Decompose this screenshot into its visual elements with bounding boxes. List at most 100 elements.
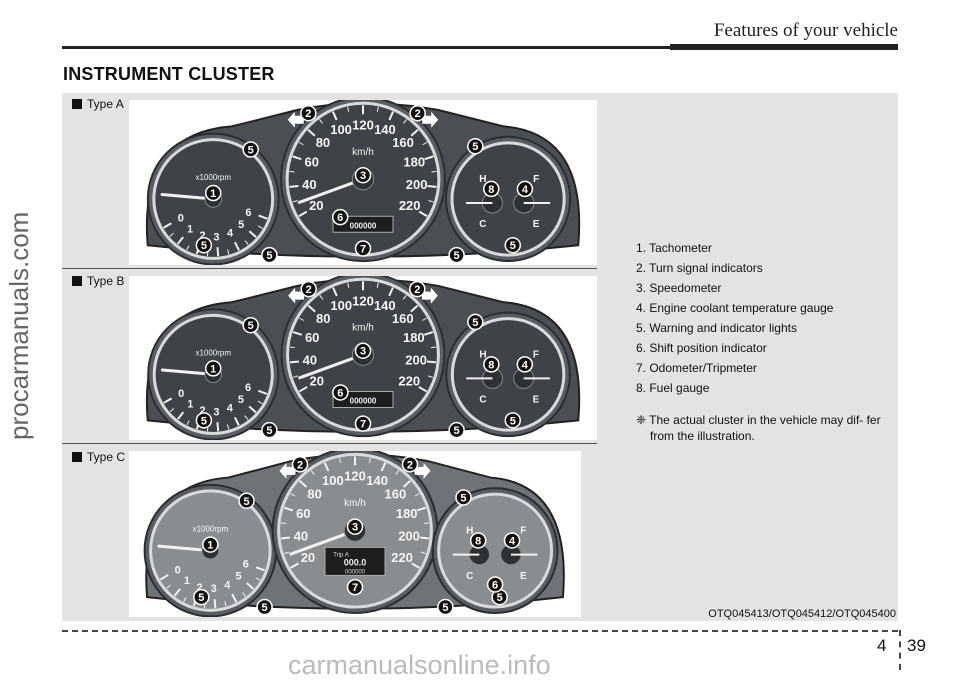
header-rule-accent [670,44,898,50]
callout-marker [437,598,454,616]
gauge-unit: x1000rpm [193,524,229,533]
gauge-tick [332,287,338,297]
gauge-number: 0 [178,388,184,400]
callout-marker [448,421,465,439]
gauge-tick [233,416,240,426]
gauge-face [437,492,554,609]
type-c-label: Type C [72,450,125,464]
gauge-tick [422,317,427,321]
gauge-tick [289,346,295,349]
callout-5-warning: 5 [248,145,254,157]
square-bullet-icon [72,452,82,462]
callout-4-coolant: 4 [522,184,529,196]
trip-label: Trip A [333,552,348,558]
gauge-number: 6 [243,559,249,571]
callout-marker [455,489,472,506]
callout-5-warning: 5 [243,496,249,508]
callout-1-tachometer: 1 [210,188,216,200]
callout-marker [354,342,372,359]
callout-marker [504,236,522,254]
gauge-number: 200 [406,177,428,192]
gauge-number: 120 [352,293,374,308]
callout-marker [354,415,372,432]
callout-marker [346,518,364,535]
callout-marker [204,184,222,202]
gauge-number: 6 [245,207,251,219]
callout-5-warning: 5 [472,317,478,329]
odometer-display [324,546,386,576]
callout-marker [242,316,259,334]
gauge-tick [186,420,190,426]
gauge-tick [420,551,426,555]
gauge-number: 40 [302,177,316,192]
gauge-number: 1 [187,223,193,235]
gauge-tick [380,462,387,472]
running-header: Features of your vehicle [713,20,898,41]
callout-marker [238,492,255,510]
footer-rule [62,630,898,632]
gauge-tick [284,551,290,555]
gauge-tick [411,562,420,569]
illustration-note: ❈ The actual cluster in the vehicle may … [636,413,881,443]
gauge-tick [244,415,249,420]
callout-marker [300,104,317,122]
gauge-number: 4 [224,579,231,591]
legend-item: 4. Engine coolant temperature gauge [636,301,834,315]
gauge-tick [257,400,263,405]
gauge-number: 40 [294,528,308,543]
odometer-value: 000000 [350,221,377,230]
callout-5-warning: 5 [248,320,254,332]
header-rule [62,46,898,49]
gauge-tick [213,599,217,609]
gauge-tick [169,232,174,237]
gauge-tick [422,141,428,146]
turn-right-arrow-icon [421,287,438,304]
callout-5-warning: 5 [201,240,207,252]
gauge-number: 220 [391,550,413,565]
gauge-number: 1 [184,575,190,587]
fuel-full-label: F [533,174,539,185]
gauge-tick [231,593,238,603]
gauge-tick [319,295,324,300]
gauge-tick [402,295,407,300]
callout-5-warning: 5 [262,602,268,614]
gauge-tick [299,317,304,321]
gauge-number: 6 [245,382,251,394]
fuel-empty-label: E [533,219,540,230]
gauge-number: 2 [200,405,206,417]
callout-1-tachometer: 1 [207,540,213,552]
gauge-tick [298,386,308,393]
temp-cold-label: C [479,394,486,405]
odometer-value: 000000 [350,396,377,405]
watermark-bottom[interactable]: carmanualsonline.info [288,650,551,680]
gauge-tick [183,597,187,603]
odometer-value: 000000 [345,569,366,575]
gauge-tick [244,240,249,245]
gauge-tick [163,222,172,229]
gauge-number: 220 [399,198,421,213]
gauge-tick [289,360,300,364]
fuel-full-label: F [533,350,539,361]
gauge-tick [307,304,316,313]
legend-item: 3. Speedometer [636,281,722,295]
gauge-number: 2 [199,230,205,242]
callout-5-warning: 5 [510,240,516,252]
gauge-tick [289,184,299,188]
gauge-tick [323,462,330,472]
square-bullet-icon [72,276,82,286]
callout-marker [503,532,521,549]
gauge-number: 80 [316,135,330,150]
turn-right-arrow-icon [414,462,431,479]
gauge-number: 160 [392,135,414,150]
gauge-tick [402,480,411,488]
gauge-number: 60 [305,155,319,170]
legend-item: 2. Turn signal indicators [636,261,763,275]
gauge-tick [280,536,291,540]
gauge-number: 60 [296,506,310,521]
gauge-number: 40 [303,352,317,367]
gauge-tick [419,536,430,540]
callout-4-coolant: 4 [509,535,516,547]
callout-marker [242,141,259,158]
gauge-needle [298,353,365,380]
